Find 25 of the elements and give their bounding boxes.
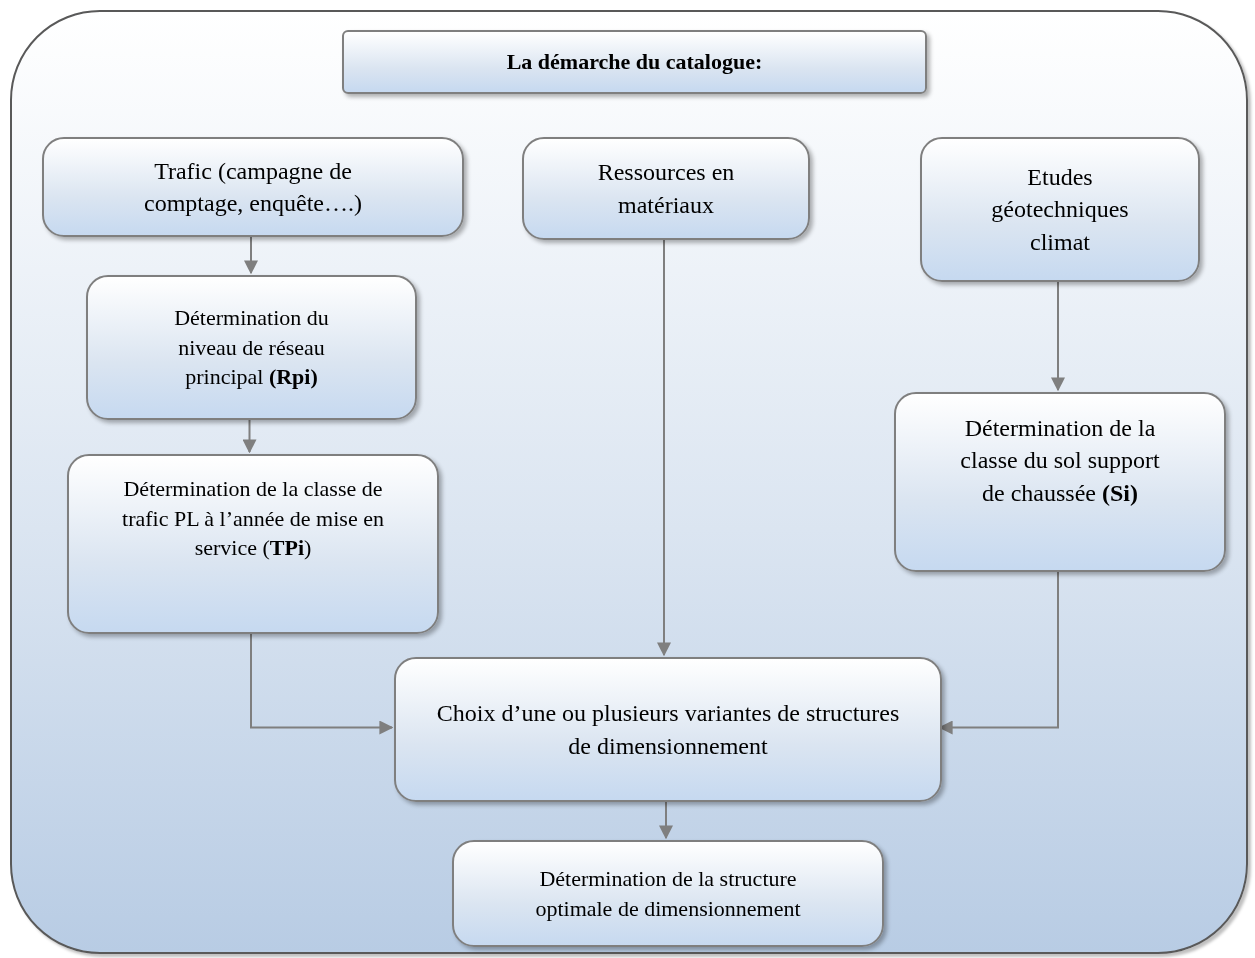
arrow: [1051, 279, 1065, 392]
box-text: Détermination de la classe du sol support de chaussée (Si): [959, 414, 1161, 508]
box-text: Etudes géotechniques climat: [990, 162, 1130, 257]
arrow: [244, 234, 258, 275]
frame-box: [10, 10, 1248, 954]
box-text: Ressources en matériaux: [596, 158, 736, 220]
box-text: La démarche du catalogue:: [506, 48, 763, 77]
process-box: [522, 137, 810, 240]
box-text: Trafic (campagne de comptage, enquête….): [143, 156, 363, 218]
title-box: [342, 30, 927, 94]
box-text: Détermination de la structure optimale de dimensionnement: [534, 864, 802, 923]
process-box: [894, 392, 1226, 572]
process-box: [42, 137, 464, 237]
arrow: [242, 417, 257, 454]
arrow: [659, 799, 673, 840]
box-text: Choix d’une ou plusieurs variantes de structures de dimensionnement: [436, 699, 900, 761]
box-text: Détermination de la classe de trafic PL à l’année de mise en service (TPi): [121, 475, 385, 563]
box-text: Détermination du niveau de réseau principal (Rpi): [173, 303, 330, 392]
arrow: [657, 237, 671, 657]
process-box: [67, 454, 439, 634]
process-box: [86, 275, 417, 420]
process-box: [452, 840, 884, 947]
process-box: [394, 657, 942, 802]
arrow: [250, 631, 394, 735]
process-box: [920, 137, 1200, 282]
